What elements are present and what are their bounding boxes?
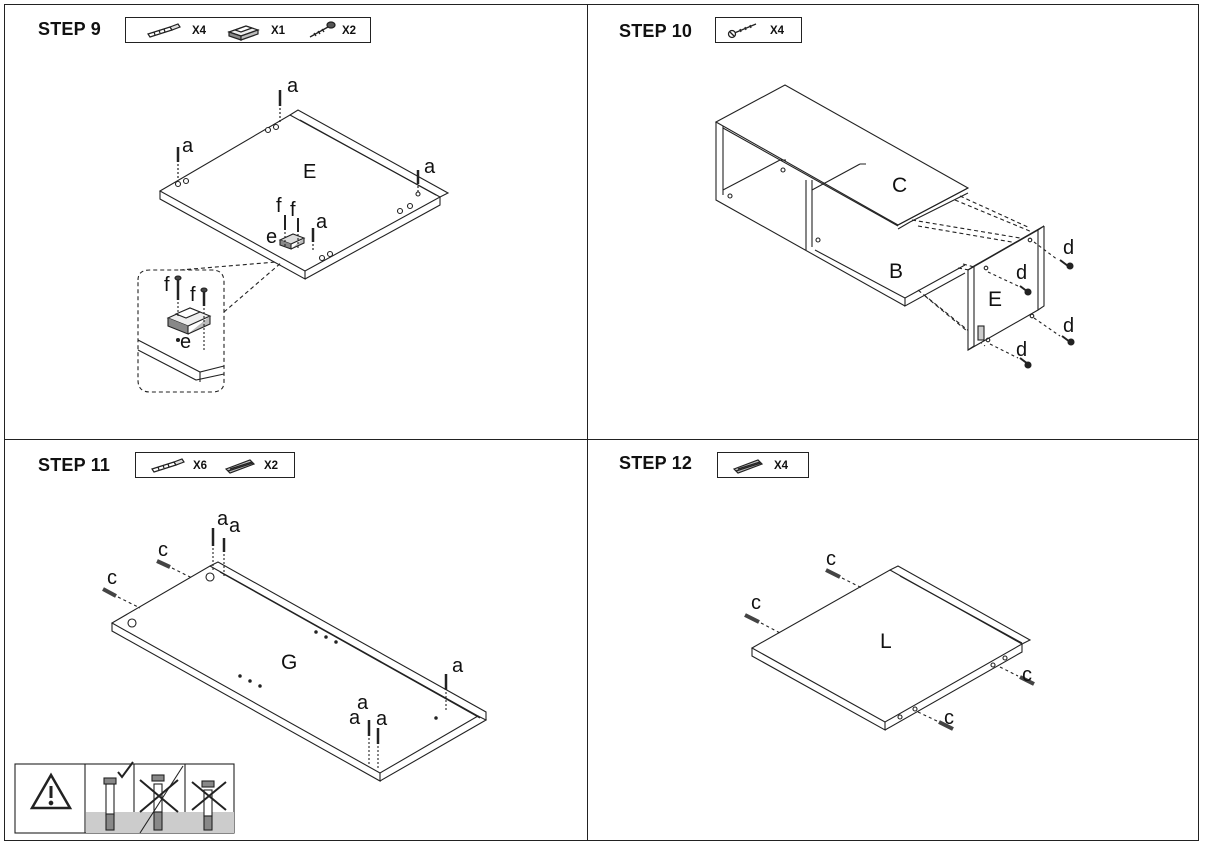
step-11-label-a5: a	[349, 707, 361, 729]
step-10-label-d2: d	[1016, 262, 1028, 284]
screw-icon	[309, 21, 336, 38]
step-9-label-a3: a	[424, 156, 436, 178]
step-9-label-e: e	[266, 226, 278, 248]
step-12-label-c2: c	[751, 592, 761, 614]
step-9-detail-label-f1: f	[164, 274, 170, 296]
step-10-label-d4: d	[1016, 339, 1028, 361]
step-12-label-c4: c	[944, 707, 954, 729]
step-12-title: STEP 12	[619, 453, 693, 473]
wood-dowel-icon	[224, 459, 256, 474]
step-11-label-a3: a	[452, 655, 464, 677]
instruction-page	[4, 4, 1199, 841]
step-9-qty-hinge: X1	[271, 25, 286, 37]
long-screw-icon	[727, 23, 757, 39]
step-10-label-d1: d	[1063, 237, 1075, 259]
step-9-label-a2: a	[182, 135, 194, 157]
step-11-label-a1: a	[217, 508, 229, 530]
step-9-parts-box: X4 X1 X2	[125, 17, 371, 43]
step-11-title: STEP 11	[38, 455, 111, 475]
step-12-label-panel-l: L	[880, 630, 892, 653]
step-10-label-b: B	[889, 260, 904, 283]
step-11-label-c2: c	[107, 567, 117, 589]
step-9-qty-screw: X2	[342, 25, 357, 37]
step-12-parts-box: X4	[717, 452, 809, 478]
step-9-title: STEP 9	[38, 19, 101, 39]
step-9-qty-dowel: X4	[192, 25, 207, 37]
step-12-label-c1: c	[826, 548, 836, 570]
step-11-label-a6: a	[376, 708, 388, 730]
step-12-qty-wood-dowel: X4	[774, 460, 789, 472]
step-12-label-c3: c	[1022, 664, 1032, 686]
step-10-qty-screw: X4	[770, 25, 785, 37]
step-10-label-c: C	[892, 174, 908, 197]
step-11-qty-wood-dowel: X2	[264, 460, 279, 472]
dowel-icon	[151, 458, 185, 473]
step-9-detail-label-f2: f	[190, 284, 196, 306]
step-9-detail-label-e: e	[180, 331, 192, 353]
step-11-parts-box: X6 X2	[135, 452, 295, 478]
step-10-parts-box: X4	[715, 17, 802, 43]
hinge-plate-icon	[227, 25, 260, 41]
step-11-qty-dowel: X6	[193, 460, 208, 472]
wood-dowel-icon	[732, 459, 764, 474]
panel-divider-horizontal	[4, 439, 1199, 440]
step-11-label-a4: a	[357, 692, 369, 714]
step-9-label-f1: f	[276, 195, 282, 217]
step-10-label-e: E	[988, 288, 1003, 311]
step-11-label-c1: c	[158, 539, 168, 561]
step-10-title: STEP 10	[619, 21, 693, 41]
dowel-icon	[147, 23, 181, 38]
panel-divider-vertical	[587, 4, 588, 841]
step-9-label-panel-e: E	[303, 161, 317, 183]
step-9-label-a1: a	[287, 75, 299, 97]
step-9-label-f2: f	[290, 199, 296, 221]
step-10-label-d3: d	[1063, 315, 1075, 337]
step-9-label-a4: a	[316, 211, 328, 233]
step-11-label-a2: a	[229, 515, 241, 537]
step-11-label-panel-g: G	[281, 651, 298, 674]
